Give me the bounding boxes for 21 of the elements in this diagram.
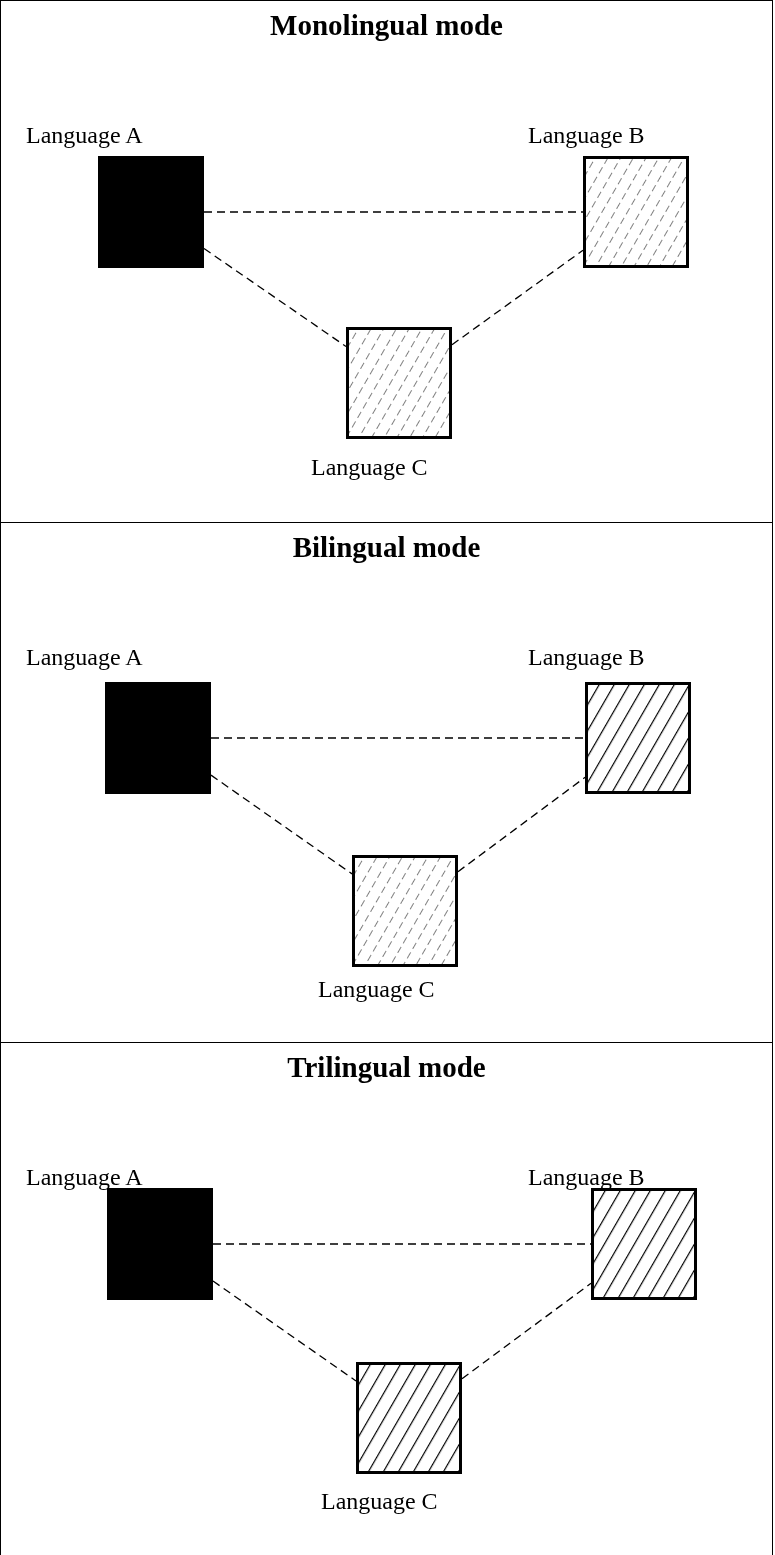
panel-heading: Monolingual mode <box>270 9 503 42</box>
dashed-line <box>461 1282 592 1380</box>
node-label: Language A <box>26 1163 143 1191</box>
node-label: Language B <box>528 1163 645 1191</box>
node-label: Language B <box>528 121 645 149</box>
panel-heading: Bilingual mode <box>292 531 481 564</box>
panel-heading: Trilingual mode <box>287 1051 486 1084</box>
node-label: Language C <box>311 453 428 481</box>
panel <box>0 522 773 1043</box>
node-label: Language B <box>528 643 645 671</box>
dashed-line <box>210 737 586 739</box>
node-label: Language A <box>26 121 143 149</box>
node-label: Language C <box>318 975 435 1003</box>
panel <box>0 0 773 523</box>
node-label: Language C <box>321 1487 438 1515</box>
dashed-line <box>451 249 584 346</box>
panel <box>0 1042 773 1555</box>
dashed-line <box>212 1280 357 1382</box>
dashed-line <box>203 211 584 213</box>
node-label: Language A <box>26 643 143 671</box>
dashed-line <box>203 247 347 348</box>
